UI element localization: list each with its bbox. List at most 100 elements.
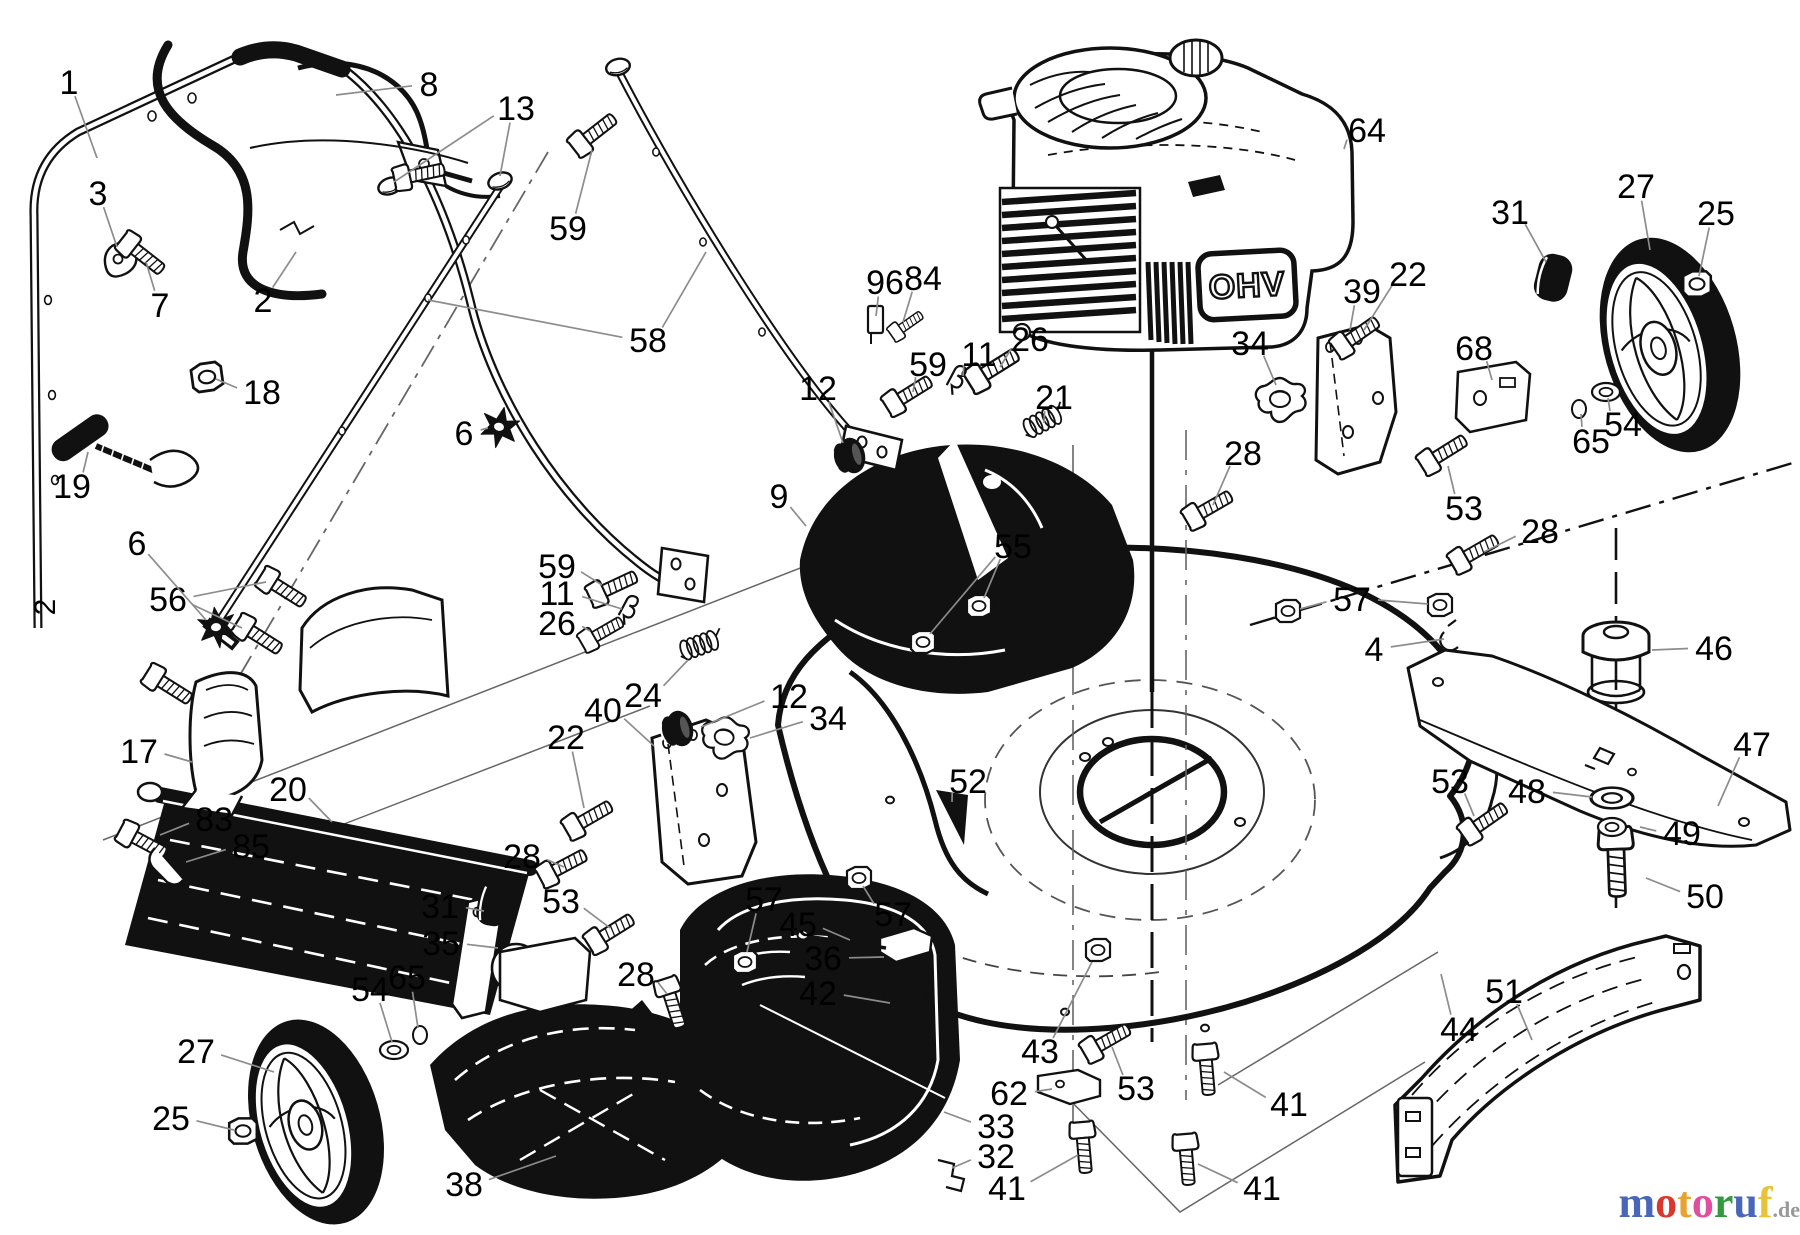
leader-line-85 bbox=[185, 848, 227, 863]
t-knob-drawing bbox=[51, 414, 200, 488]
part-label-7: 7 bbox=[151, 287, 170, 325]
part-label-31: 31 bbox=[421, 888, 459, 926]
leader-line-24 bbox=[662, 659, 689, 687]
leader-line-2 bbox=[271, 251, 297, 289]
part-label-17: 17 bbox=[120, 733, 158, 771]
leader-line-57 bbox=[1377, 599, 1429, 605]
leader-line-25 bbox=[196, 1119, 235, 1131]
leader-line-9 bbox=[789, 506, 807, 527]
engine-ohv-text: OHV bbox=[1208, 265, 1287, 307]
part-label-57: 57 bbox=[874, 896, 912, 934]
part-label-11: 11 bbox=[539, 575, 574, 613]
leader-line-58 bbox=[427, 299, 623, 339]
leader-line-22 bbox=[1363, 285, 1393, 331]
part-label-11: 11 bbox=[961, 336, 996, 374]
part-label-43: 43 bbox=[1021, 1033, 1059, 1071]
leader-line-53 bbox=[1111, 1046, 1124, 1076]
part-label-48: 48 bbox=[1508, 773, 1546, 811]
part-label-52: 52 bbox=[949, 763, 987, 801]
leader-line-6 bbox=[147, 553, 207, 621]
part-label-28: 28 bbox=[503, 838, 541, 876]
leader-line-28 bbox=[1212, 465, 1231, 506]
motoruf-logo[interactable]: motoruf.de bbox=[1618, 1178, 1800, 1233]
bracket-62-drawing bbox=[1036, 1068, 1102, 1106]
part-label-34: 34 bbox=[1231, 325, 1269, 363]
leader-line-33 bbox=[943, 1111, 972, 1123]
part-label-40: 40 bbox=[584, 692, 622, 730]
part-label-46: 46 bbox=[1695, 630, 1733, 668]
leader-line-56 bbox=[193, 581, 267, 598]
leader-line-59 bbox=[580, 571, 603, 586]
leader-line-57 bbox=[862, 885, 875, 905]
part-label-18: 18 bbox=[243, 374, 281, 412]
leader-line-59 bbox=[912, 377, 917, 393]
part-label-39: 39 bbox=[1343, 273, 1381, 311]
hardware-layer bbox=[51, 55, 1713, 1193]
part-label-4: 4 bbox=[1365, 631, 1384, 669]
part-label-33: 33 bbox=[977, 1108, 1015, 1146]
leader-line-55 bbox=[929, 556, 996, 635]
lower-handle-tubes-drawing bbox=[202, 68, 904, 651]
leader-line-35 bbox=[466, 943, 499, 949]
leader-line-26 bbox=[581, 625, 591, 632]
leader-line-42 bbox=[843, 994, 891, 1004]
logo-letter: m bbox=[1618, 1178, 1656, 1227]
leader-line-57 bbox=[746, 913, 757, 953]
part-label-59: 59 bbox=[549, 210, 587, 248]
motoruf-logo-suffix: .de bbox=[1772, 1197, 1800, 1222]
leader-line-31 bbox=[1524, 223, 1547, 263]
page-number: 2 bbox=[29, 599, 62, 616]
bracket-36-drawing bbox=[878, 926, 934, 978]
leader-line-62 bbox=[1034, 1088, 1053, 1093]
part-label-22: 22 bbox=[1389, 256, 1427, 294]
part-label-85: 85 bbox=[232, 828, 270, 866]
front-skirt-drawing bbox=[1393, 934, 1702, 1184]
part-label-65: 65 bbox=[388, 959, 426, 997]
leader-line-31 bbox=[465, 906, 485, 912]
leader-line-22 bbox=[571, 751, 585, 809]
part-label-54: 54 bbox=[1604, 406, 1642, 444]
leader-line-12 bbox=[827, 401, 844, 444]
logo-letter: o bbox=[1691, 1178, 1714, 1227]
part-label-21: 21 bbox=[1035, 379, 1073, 417]
leader-line-28 bbox=[546, 859, 565, 868]
leader-line-96 bbox=[875, 296, 880, 317]
part-label-9: 9 bbox=[770, 478, 789, 516]
part-label-65: 65 bbox=[1572, 423, 1610, 461]
leader-line-46 bbox=[1651, 647, 1689, 651]
part-label-53: 53 bbox=[542, 883, 580, 921]
rod-45-drawing bbox=[796, 929, 887, 950]
leader-line-49 bbox=[1639, 826, 1657, 832]
blade-adapter-drawing bbox=[1581, 620, 1651, 705]
part-label-34: 34 bbox=[809, 700, 847, 738]
leader-line-83 bbox=[159, 822, 190, 836]
part-label-58: 58 bbox=[629, 322, 667, 360]
leader-line-6 bbox=[480, 427, 489, 431]
leader-line-55 bbox=[983, 558, 1002, 599]
leader-line-38 bbox=[488, 1155, 557, 1181]
part-label-57: 57 bbox=[1333, 581, 1371, 619]
part-label-26: 26 bbox=[538, 605, 576, 643]
part-label-26: 26 bbox=[1011, 321, 1049, 359]
deck-decal-drawing bbox=[936, 790, 968, 845]
leader-line-47 bbox=[1717, 756, 1741, 807]
part-label-49: 49 bbox=[1663, 815, 1701, 853]
leader-line-13 bbox=[393, 115, 495, 183]
part-label-25: 25 bbox=[152, 1100, 190, 1138]
leader-line-32 bbox=[951, 1159, 972, 1169]
leader-line-53 bbox=[583, 907, 611, 929]
part-label-62: 62 bbox=[990, 1075, 1028, 1113]
leader-line-1 bbox=[74, 95, 98, 159]
part-label-28: 28 bbox=[1521, 513, 1559, 551]
part-label-12: 12 bbox=[770, 678, 808, 716]
part-label-27: 27 bbox=[177, 1033, 215, 1071]
leader-line-26 bbox=[999, 348, 1012, 368]
leader-line-39 bbox=[1349, 305, 1356, 331]
part-label-41: 41 bbox=[1270, 1086, 1308, 1124]
part-label-27: 27 bbox=[1617, 168, 1655, 206]
engine-drawing: OHV bbox=[978, 38, 1355, 352]
leader-line-21 bbox=[1043, 410, 1046, 424]
part-label-20: 20 bbox=[269, 771, 307, 809]
part-label-3: 3 bbox=[89, 175, 108, 213]
part-label-8: 8 bbox=[420, 66, 439, 104]
